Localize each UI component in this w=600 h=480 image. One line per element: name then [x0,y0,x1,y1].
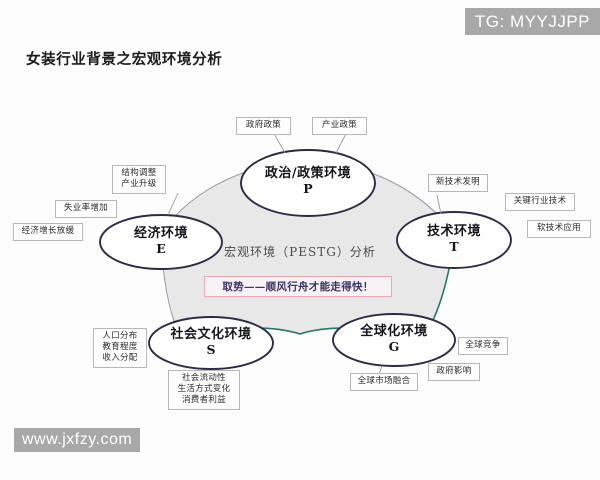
leader-e1 [167,192,179,216]
tag-key-industry-tech[interactable]: 关键行业技术 [505,193,575,212]
tag-global-competition[interactable]: 全球竞争 [458,337,508,356]
tag-global-market-integration[interactable]: 全球市场融合 [350,373,418,392]
tag-structural-adjustment[interactable]: 结构调整 产业升级 [112,165,166,195]
node-ellipse-G[interactable] [332,313,456,367]
pestg-diagram: 政治/政策环境 P 经济环境 E 技术环境 T 社会文化环境 S 全球化环境 G… [0,95,600,425]
leader-t1 [436,194,442,215]
node-ellipse-S[interactable] [148,316,274,370]
tag-government-policy[interactable]: 政府政策 [236,117,291,136]
tag-social-mobility-lifestyle[interactable]: 社会流动性 生活方式变化 消费者利益 [168,370,240,411]
tag-soft-tech-application[interactable]: 软技术应用 [527,220,591,239]
node-ellipse-P[interactable] [240,149,376,217]
watermark-top-right: TG: MYYJJPP [464,8,600,35]
center-highlight-box: 取势——顺风行舟才能走得快！ [204,276,392,297]
watermark-bottom-left: www.jxfzy.com [14,428,141,452]
tag-population-education-income[interactable]: 人口分布 教育程度 收入分配 [93,328,147,369]
diagram-vector-layer [99,129,512,382]
tag-industry-policy[interactable]: 产业政策 [312,117,367,136]
tag-government-influence[interactable]: 政府影响 [428,363,480,382]
node-ellipse-E[interactable] [99,214,223,270]
node-ellipse-T[interactable] [396,211,512,269]
tag-unemployment-rise[interactable]: 失业率增加 [55,200,117,219]
tag-growth-slowdown[interactable]: 经济增长放缓 [13,223,83,242]
page-title: 女装行业背景之宏观环境分析 [26,51,223,68]
tag-new-tech-invention[interactable]: 新技术发明 [428,174,488,193]
